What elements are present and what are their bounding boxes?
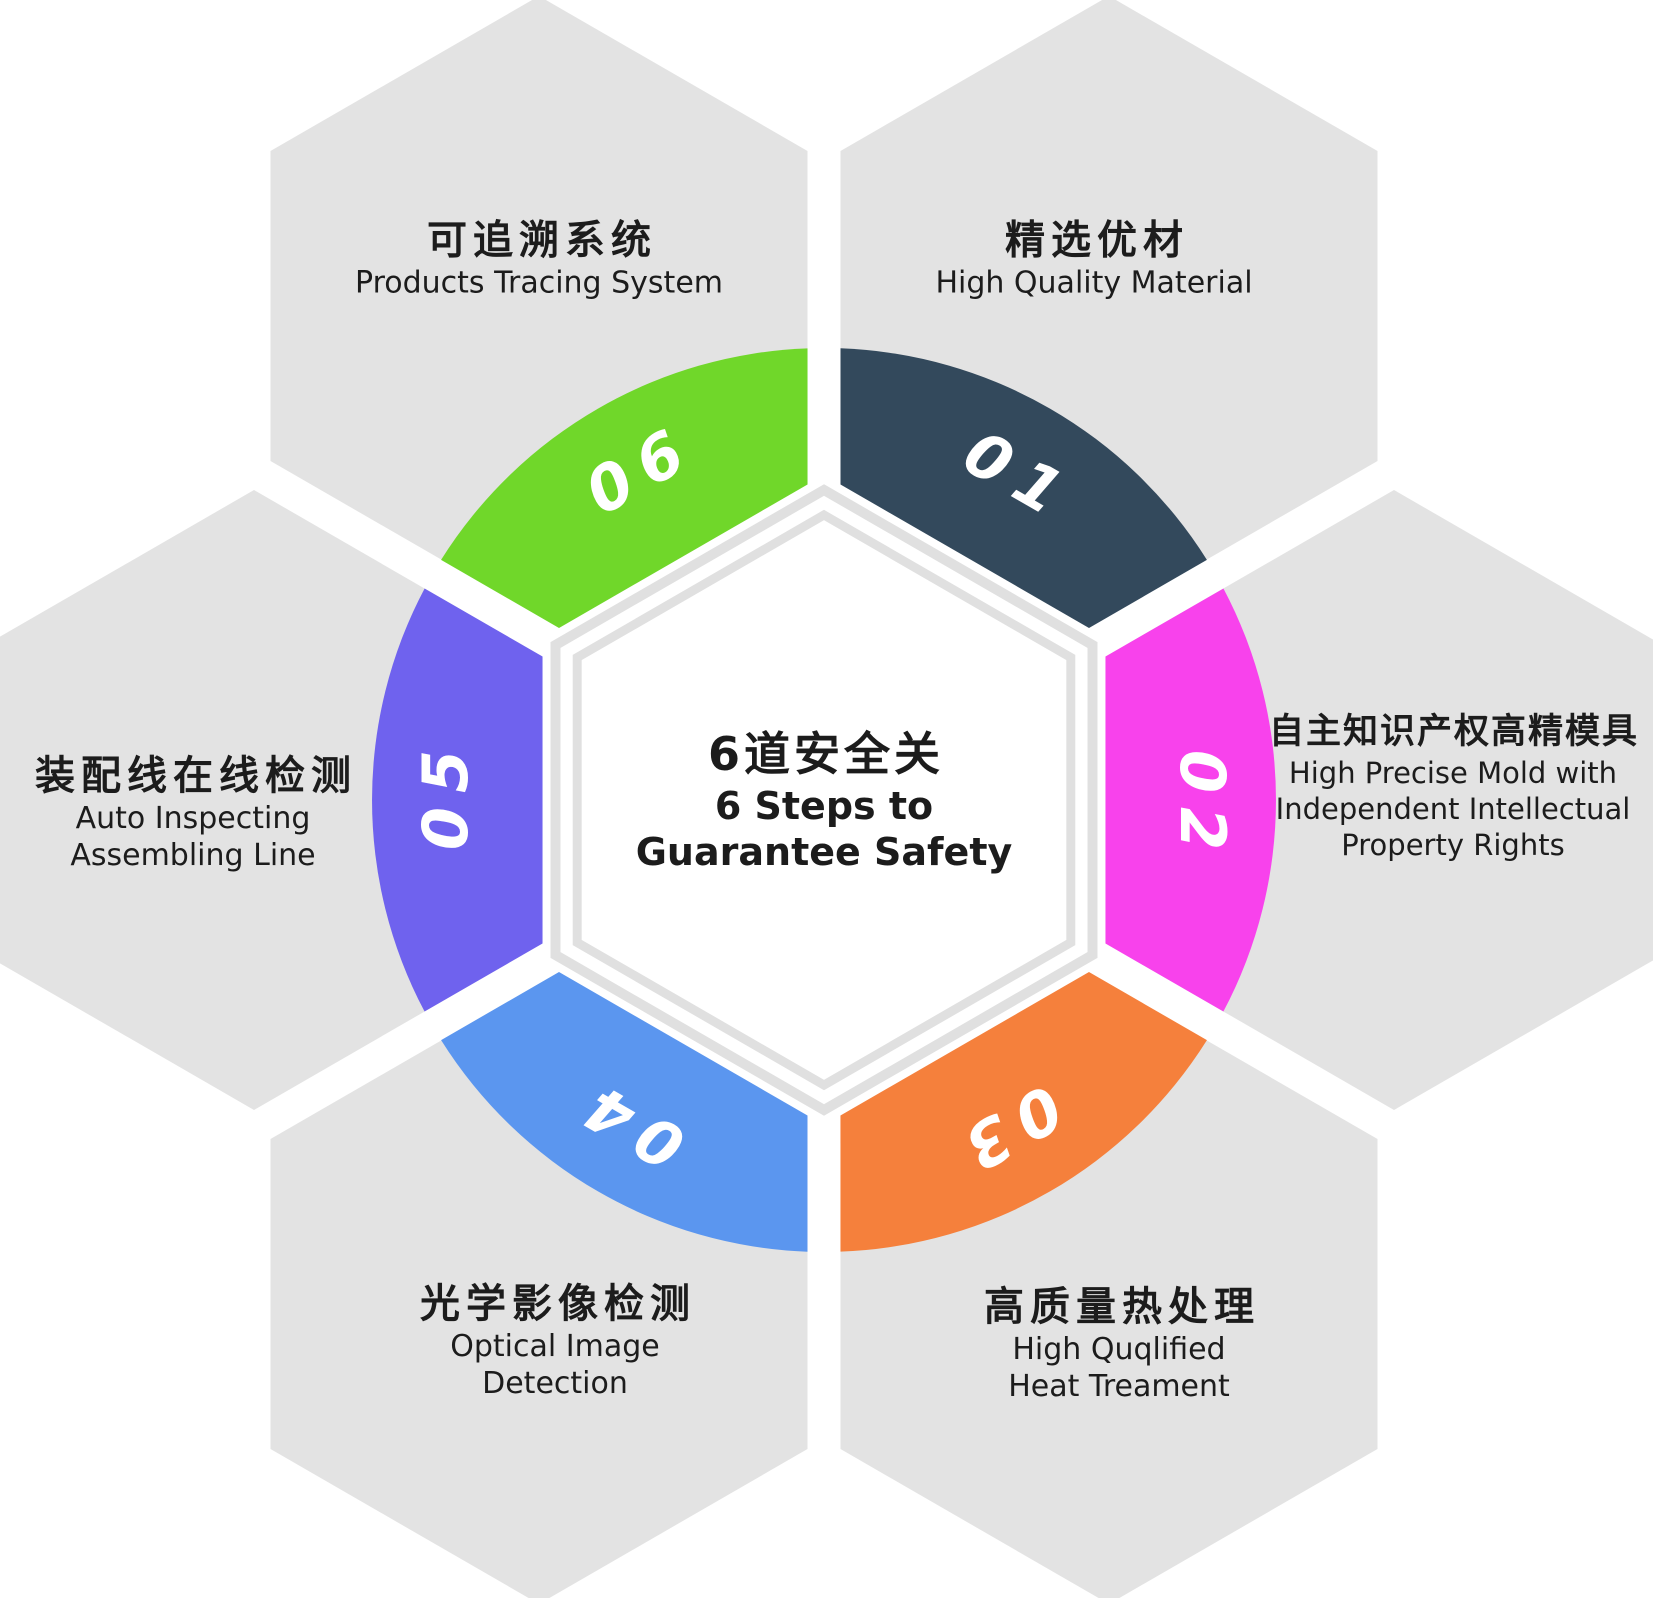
label-01-cn: 精选优材 — [1004, 217, 1189, 264]
label-02-en-line2: Independent Intellectual — [1275, 792, 1631, 826]
label-03-en-line2: Heat Treament — [1008, 1369, 1230, 1404]
label-04-en-line2: Detection — [482, 1366, 628, 1401]
label-06-cn: 可追溯系统 — [427, 217, 657, 264]
label-02-en-line1: High Precise Mold with — [1288, 756, 1618, 790]
center-title-en-line1: 6 Steps to — [714, 784, 934, 828]
label-03-cn: 高质量热处理 — [984, 1284, 1260, 1330]
label-05-en-line2: Assembling Line — [70, 838, 316, 873]
label-02-en-line3: Property Rights — [1341, 828, 1565, 862]
label-02-cn: 自主知识产权高精模具 — [1268, 712, 1640, 752]
label-03-en-line1: High Quqlified — [1012, 1332, 1226, 1367]
center-title-cn: 6道安全关 — [707, 727, 945, 781]
label-01-en-line1: High Quality Material — [935, 265, 1253, 301]
label-optical-image-detection: 光学影像检测 Optical Image Detection — [414, 1280, 696, 1402]
center-title-block: 6道安全关 6 Steps to Guarantee Safety — [636, 725, 1013, 875]
step-number-02: 02 — [1166, 749, 1239, 865]
label-high-quality-material: 精选优材 High Quality Material — [935, 217, 1252, 302]
label-products-tracing-system: 可追溯系统 Products Tracing System — [355, 217, 723, 302]
label-05-en-line1: Auto Inspecting — [75, 801, 311, 836]
label-04-cn: 光学影像检测 — [420, 1281, 696, 1327]
label-05-cn: 装配线在线检测 — [35, 753, 357, 799]
label-heat-treatment: 高质量热处理 High Quqlified Heat Treament — [978, 1283, 1260, 1405]
center-title-en-line2: Guarantee Safety — [635, 830, 1013, 874]
label-high-precise-mold: 自主知识产权高精模具 High Precise Mold with Indepe… — [1267, 709, 1639, 863]
label-04-en-line1: Optical Image — [450, 1329, 660, 1364]
step-number-05: 05 — [409, 735, 482, 851]
label-06-en-line1: Products Tracing System — [355, 265, 723, 301]
label-auto-inspecting-line: 装配线在线检测 Auto Inspecting Assembling Line — [29, 752, 357, 874]
